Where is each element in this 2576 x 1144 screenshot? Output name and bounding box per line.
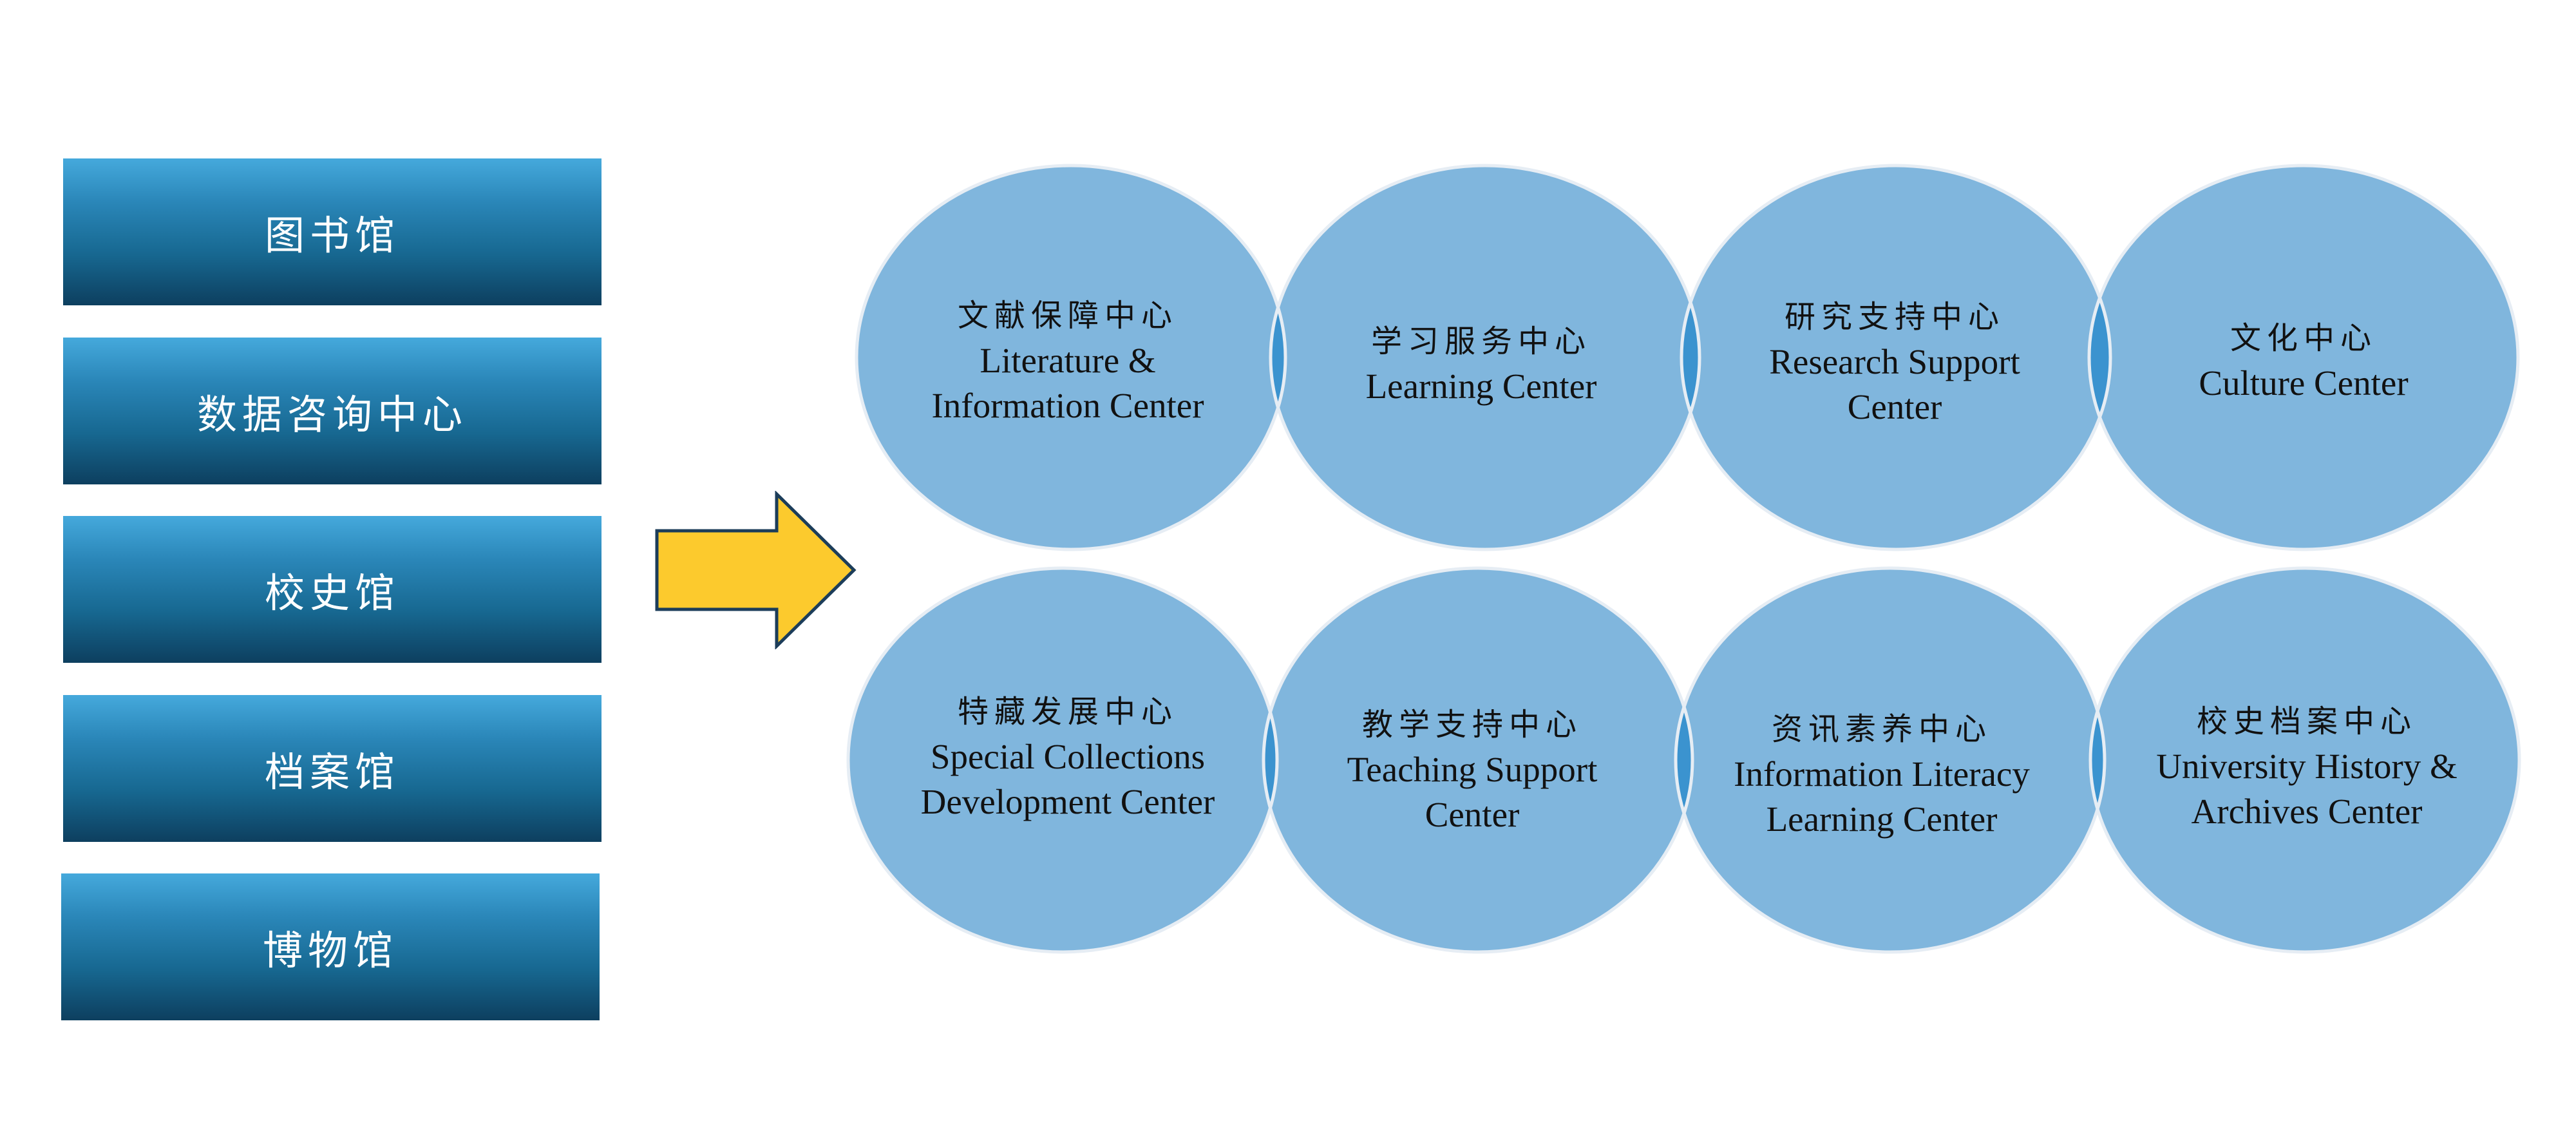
box-library: 图书馆 (63, 158, 601, 305)
center-label-university-history-archives: 校史档案中心 University History & Archives Cen… (2126, 699, 2487, 834)
center-circle-outline (2087, 164, 2520, 551)
center-label-zh: 研究支持中心 (1784, 299, 2005, 335)
center-label-en: Information Literacy Learning Center (1734, 754, 2030, 839)
center-circle-literature (857, 166, 1285, 549)
arrow-shape (655, 491, 857, 649)
center-circle-information-literacy (1676, 568, 2105, 952)
center-label-teaching-support: 教学支持中心 Teaching Support Center (1292, 702, 1653, 837)
right-arrow-icon (655, 491, 857, 649)
center-label-zh: 教学支持中心 (1361, 707, 1582, 743)
center-label-special-collections: 特藏发展中心 Special Collections Development C… (887, 689, 1248, 825)
center-circle-outline (1262, 566, 1694, 954)
center-label-en: Culture Center (2199, 363, 2409, 403)
center-circle-outline (2088, 566, 2521, 954)
center-label-en: Research Support Center (1769, 342, 2020, 426)
center-label-zh: 特藏发展中心 (957, 694, 1178, 730)
center-circle-outline (1680, 164, 2112, 551)
center-label-en: Teaching Support Center (1347, 750, 1598, 834)
center-label-zh: 文献保障中心 (957, 298, 1178, 334)
center-label-research-support: 研究支持中心 Research Support Center (1714, 294, 2075, 430)
center-label-learning: 学习服务中心 Learning Center (1301, 319, 1662, 409)
center-circle-outline (1269, 164, 1701, 551)
center-label-en: Literature & Information Center (931, 341, 1204, 425)
center-circle-university-history-archives (2090, 568, 2519, 952)
box-label: 校史馆 (264, 569, 400, 616)
center-label-zh: 校史档案中心 (2196, 703, 2417, 739)
center-circle-outline (855, 164, 1287, 551)
center-label-en: University History & Archives Center (2156, 747, 2458, 831)
center-circle-teaching-support (1264, 568, 1692, 952)
box-label: 图书馆 (264, 212, 400, 259)
center-label-zh: 资讯素养中心 (1771, 711, 1992, 747)
center-label-zh: 学习服务中心 (1370, 323, 1591, 359)
center-circle-outline (846, 566, 1279, 954)
center-label-en: Learning Center (1365, 367, 1597, 406)
box-school-history-museum: 校史馆 (63, 516, 601, 663)
box-label: 博物馆 (262, 927, 398, 974)
center-label-en: Special Collections Development Center (920, 737, 1215, 821)
box-museum: 博物馆 (61, 873, 600, 1020)
center-circle-outline (1674, 566, 2107, 954)
center-circle-learning (1271, 166, 1700, 549)
center-label-culture: 文化中心 Culture Center (2123, 316, 2484, 406)
center-label-information-literacy: 资讯素养中心 Information Literacy Learning Cen… (1701, 707, 2062, 842)
box-archives: 档案馆 (63, 695, 601, 842)
box-label: 档案馆 (264, 748, 400, 796)
center-circle-research-support (1681, 166, 2110, 549)
box-label: 数据咨询中心 (196, 391, 468, 438)
center-circle-special-collections (848, 568, 1277, 952)
center-label-zh: 文化中心 (2230, 320, 2377, 356)
center-label-literature: 文献保障中心 Literature & Information Center (887, 293, 1248, 428)
box-data-consulting-center: 数据咨询中心 (63, 338, 601, 484)
center-circle-culture (2089, 166, 2518, 549)
